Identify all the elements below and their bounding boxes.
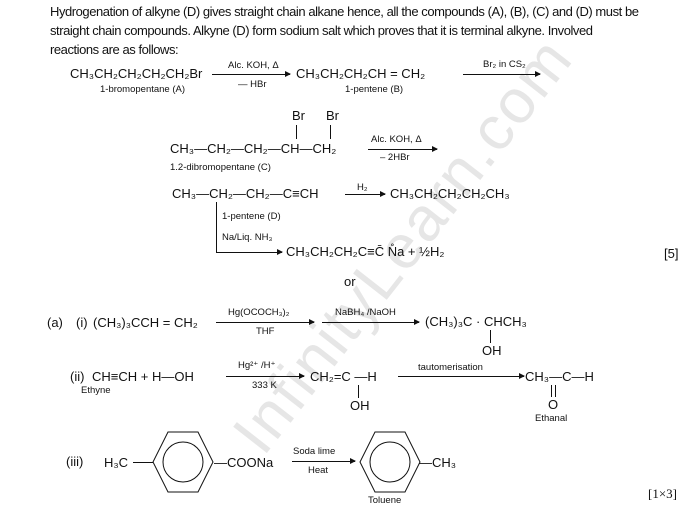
or-text: or (344, 274, 356, 289)
benzene-ring-icon (152, 431, 214, 493)
reaction-arrow (368, 146, 438, 152)
arrow-bottom-text: Heat (308, 465, 329, 476)
br-substituent: Br (326, 108, 339, 123)
reaction-arrow (398, 373, 525, 379)
bond (296, 125, 297, 139)
arrow-bottom-text: — HBr (238, 79, 267, 90)
arrow-top-text: Alc. KOH, Δ (371, 134, 422, 145)
reaction-arrow (216, 249, 283, 255)
arrow-top-text: Hg(OCOCH₃)₂ (228, 307, 290, 318)
reaction-arrow (226, 373, 305, 379)
label-b: 1-pentene (B) (345, 84, 404, 95)
reagent-text: Na/Liq. NH₃ (222, 232, 273, 243)
label-c: 1.2-dibromopentane (C) (170, 162, 271, 173)
reaction-arrow (345, 191, 386, 197)
ethanal-label: Ethanal (535, 413, 568, 424)
paragraph-line: reactions are as follows: (50, 42, 179, 57)
label-a: 1-bromopentane (A) (100, 84, 186, 95)
sub-part-label: (i) (76, 315, 88, 330)
double-bond (555, 385, 556, 397)
reactants: CH≡CH + H—OH (92, 369, 194, 384)
reaction-arrow (463, 71, 541, 77)
compound-c: CH₃—CH₂—CH₂—CH—CH₂ (170, 141, 337, 156)
reaction-arrow (322, 319, 420, 325)
bond (330, 125, 331, 139)
reaction-arrow (292, 458, 356, 464)
enol: CH₂=C —H (310, 369, 377, 384)
reaction-arrow (216, 319, 315, 325)
compound-d: CH₃—CH₂—CH₂—C≡CH (172, 186, 319, 201)
arrow-top-text: NaBH₄ /NaOH (335, 307, 396, 318)
arrow-bottom-text: – 2HBr (380, 152, 410, 163)
sub-part-label: (iii) (66, 454, 84, 469)
label-d: 1-pentene (D) (222, 211, 281, 222)
benzene-ring-icon (359, 431, 421, 493)
coona-group: —COONa (214, 455, 274, 470)
arrow-top-text: Alc. KOH, Δ (228, 60, 279, 71)
marks: [1×3] (648, 486, 677, 501)
paragraph-line: straight chain compounds. Alkyne (D) for… (50, 23, 593, 38)
paragraph-line: Hydrogenation of alkyne (D) gives straig… (50, 4, 639, 19)
br-substituent: Br (292, 108, 305, 123)
arrow-top-text: tautomerisation (418, 362, 483, 373)
arrow-bottom-text: 333 K (252, 380, 277, 391)
pentane: CH₃CH₂CH₂CH₂CH₃ (390, 186, 510, 201)
toluene-label: Toluene (368, 495, 402, 506)
ethanal: CH₃—C—H (525, 369, 594, 384)
oh-group: OH (482, 343, 502, 358)
bond (133, 462, 153, 463)
reactant: (CH₃)₃CCH = CH₂ (93, 315, 198, 330)
reaction-arrow (212, 71, 291, 77)
h3c-group: H₃C (104, 455, 129, 470)
ch3-group: —CH₃ (419, 455, 457, 470)
arrow-top-text: Hg²⁺ /H⁺ (238, 360, 276, 371)
reactant-a: CH₃CH₂CH₂CH₂CH₂Br (70, 66, 203, 81)
marks: [5] (664, 246, 679, 261)
product-b: CH₃CH₂CH₂CH = CH₂ (296, 66, 426, 81)
arrow-top-text: H₂ (357, 182, 368, 193)
arrow-bottom-text: THF (256, 326, 275, 337)
enol-oh: OH (350, 398, 370, 413)
carbonyl-o: O (548, 397, 559, 412)
product: (CH₃)₃C · CHCH₃ (425, 314, 527, 329)
bond (358, 385, 359, 398)
part-label: (a) (47, 315, 63, 330)
sub-part-label: (ii) (70, 369, 85, 384)
branch-line (216, 202, 217, 252)
arrow-top-text: Soda lime (293, 446, 336, 457)
double-bond (551, 385, 552, 397)
arrow-top-text: Br₂ in CS₂ (483, 59, 526, 70)
sodium-salt: CH₃CH₂CH₂C≡C̄ N̊a + ½H₂ (286, 244, 445, 259)
bond (490, 330, 491, 343)
ethyne-label: Ethyne (81, 385, 111, 396)
